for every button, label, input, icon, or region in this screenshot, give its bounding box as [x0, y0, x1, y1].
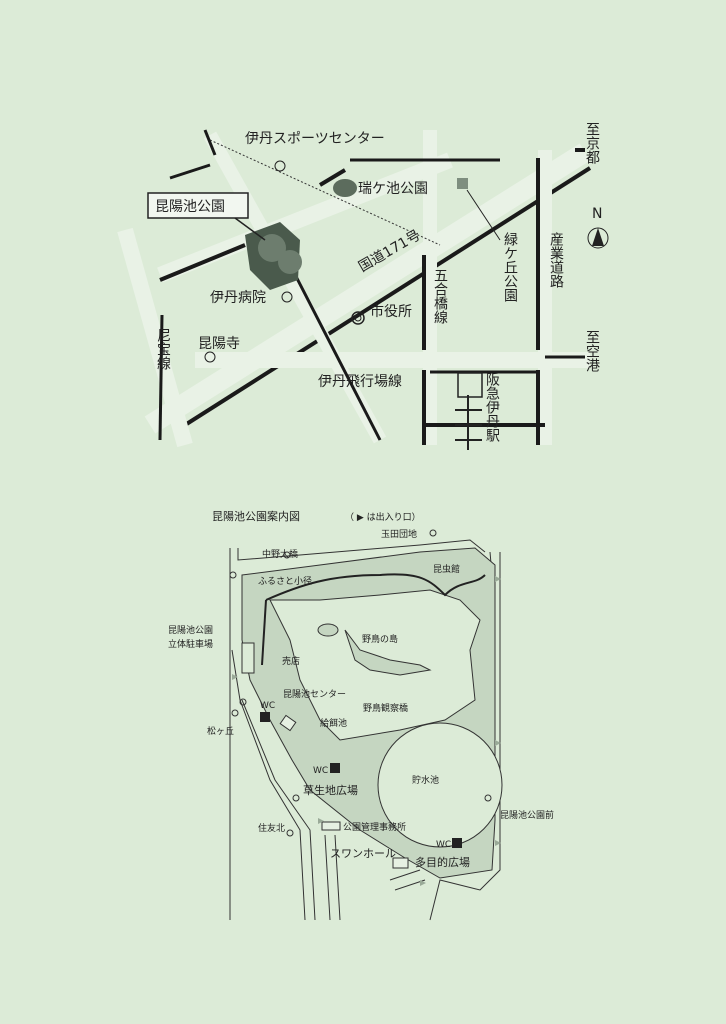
gogobashi-line-label: 五合橋線: [432, 268, 448, 324]
amaho-line-label: 尼宝線: [155, 328, 171, 370]
sports-center-label: 伊丹スポーツセンター: [245, 131, 385, 147]
koen-mae-label: 昆陽池公園前: [500, 809, 554, 821]
accessible-icon: [452, 838, 462, 848]
park-tree: [278, 250, 302, 274]
park-office-label: 公園管理事務所: [343, 821, 406, 833]
shop-label: 売店: [282, 655, 300, 667]
entrance-legend: （ ▶ は出入り口）: [345, 511, 421, 523]
parking-label-2: 立体駐車場: [168, 638, 213, 650]
bird-bridge-label: 野鳥観察橋: [363, 702, 408, 714]
nakano-label: 中野大橋: [262, 548, 298, 560]
park-callout: [147, 192, 249, 219]
park-tree: [258, 234, 286, 262]
hospital-icon: [281, 291, 293, 303]
to-airport-label: 至空港: [584, 330, 600, 372]
sangyo-road-label: 産業道路: [548, 232, 564, 288]
station-label: 阪急伊丹駅: [484, 372, 500, 442]
temple-icon: [204, 351, 216, 363]
north-arrow-icon: [592, 228, 604, 246]
swan-hall-label: スワンホール: [330, 847, 396, 860]
entrance-icons: [232, 576, 501, 886]
city-hall-icon: [351, 311, 365, 325]
park-map-title: 昆陽池公園案内図: [212, 509, 300, 523]
landmark-icon: [274, 160, 286, 172]
koyadera-label: 昆陽寺: [198, 336, 240, 352]
zuigaike-park-shape: [333, 179, 357, 197]
wc-label: WC: [313, 766, 328, 776]
reservoir-pond: [377, 722, 503, 848]
reservoir-label: 貯水池: [412, 774, 439, 786]
to-kyoto-label: 至京都: [584, 122, 600, 164]
furusato-label: ふるさと小径: [258, 575, 312, 587]
accessible-icon: [260, 712, 270, 722]
parking-label-1: 昆陽池公園: [168, 624, 213, 636]
bird-island-label: 野鳥の島: [362, 633, 398, 645]
swan-hall-building: [392, 857, 409, 869]
park-streets: [229, 539, 501, 921]
wc-label: WC: [260, 701, 275, 711]
tamada-label: 玉田団地: [381, 528, 417, 540]
feeding-pond-label: 給餌池: [320, 717, 347, 729]
hospital-label: 伊丹病院: [210, 290, 266, 306]
zuigaike-label: 瑞ケ池公園: [358, 181, 428, 197]
city-hall-icon-inner: [354, 314, 362, 322]
midorigaoka-label: 緑ケ丘公園: [502, 232, 518, 302]
city-hall-label: 市役所: [370, 303, 412, 320]
lawn-plaza-label: 草生地広場: [303, 783, 358, 797]
bus-stop-icons: [229, 529, 492, 837]
koyaike-center-building: [279, 714, 297, 732]
furusato-path: [265, 573, 486, 601]
park-office-building: [321, 821, 341, 831]
matsugaoka-label: 松ヶ丘: [207, 725, 234, 737]
insect-museum-label: 昆虫館: [433, 563, 460, 575]
center-label: 昆陽池センター: [283, 688, 346, 700]
midorigaoka-park-shape: [457, 178, 468, 189]
station-icon: [457, 372, 483, 398]
small-island: [317, 623, 339, 637]
callout-label: 昆陽池公園: [155, 199, 225, 215]
airport-line-label: 伊丹飛行場線: [318, 374, 402, 390]
wc-label: WC: [436, 840, 451, 850]
road-network: [117, 129, 592, 450]
parking-building: [241, 642, 255, 674]
plaza-label: 多目的広場: [415, 855, 470, 869]
sumitomo-label: 住友北: [258, 822, 285, 834]
accessible-icon: [330, 763, 340, 773]
wild-bird-island: [344, 629, 432, 676]
north-label: N: [592, 206, 602, 222]
